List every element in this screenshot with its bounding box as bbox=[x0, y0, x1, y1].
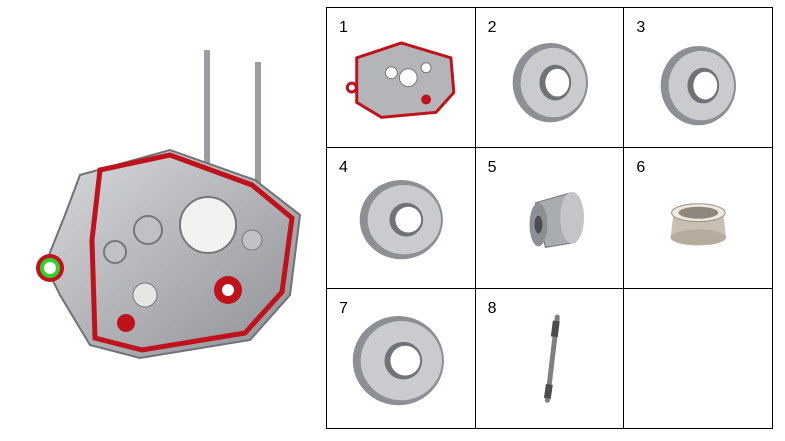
part-number: 1 bbox=[339, 19, 348, 36]
part-number: 5 bbox=[487, 159, 497, 177]
part-number: 2 bbox=[487, 19, 497, 36]
ball-bearing-icon bbox=[512, 42, 588, 123]
part-cell-2: 2 bbox=[475, 8, 625, 149]
part-number: 6 bbox=[636, 159, 646, 177]
part-cell-6: 6 bbox=[624, 148, 773, 289]
part-number: 8 bbox=[487, 299, 497, 317]
bushing-icon bbox=[529, 192, 584, 249]
part-cell-4: 4 bbox=[327, 148, 476, 289]
flanged-sleeve-icon bbox=[670, 203, 727, 246]
part-cell-7: 7 bbox=[327, 288, 476, 429]
parts-grid: 1 2 3 4 bbox=[326, 7, 773, 429]
part-cell-5: 5 bbox=[475, 148, 625, 289]
part-cell-1: 1 bbox=[327, 8, 476, 149]
part-cell-8: 8 bbox=[475, 288, 625, 429]
crankcase-main-view bbox=[36, 50, 302, 360]
part-number: 4 bbox=[339, 159, 348, 177]
part-number: 7 bbox=[339, 299, 348, 317]
stud-bolt-icon bbox=[543, 314, 560, 403]
part-cell-empty bbox=[624, 288, 773, 429]
ball-bearing-icon bbox=[352, 315, 444, 405]
ball-bearing-icon bbox=[359, 180, 443, 260]
crankcase-half-icon bbox=[345, 41, 456, 119]
part-cell-3: 3 bbox=[624, 8, 773, 149]
part-number: 3 bbox=[636, 19, 646, 36]
ball-bearing-icon bbox=[660, 45, 737, 126]
